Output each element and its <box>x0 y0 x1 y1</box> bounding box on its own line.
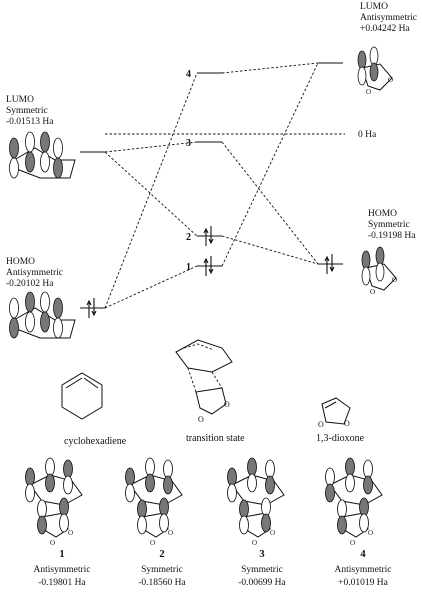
left-homo-energy: -0.20102 Ha <box>6 279 54 289</box>
left-lumo-label: LUMO Symmetric -0.01513 Ha <box>6 95 54 127</box>
dioxone-structure: O O <box>318 397 351 429</box>
svg-text:O: O <box>392 276 397 284</box>
svg-text:O: O <box>50 539 55 547</box>
svg-text:O: O <box>344 419 350 428</box>
ts-orbital-3-caption: 3 Symmetric -0.00699 Ha <box>238 549 286 588</box>
ts-orbital-2-number: 2 <box>159 549 164 560</box>
ts-level-1-number: 1 <box>186 262 191 273</box>
right-homo-energy: -0.19198 Ha <box>368 231 416 241</box>
electron-pair-ts-2 <box>203 226 214 246</box>
right-lumo-title: LUMO <box>360 2 388 12</box>
electron-pair-right-homo <box>324 254 335 274</box>
left-lumo-symmetry: Symmetric <box>6 106 48 116</box>
ts-orbital-3-number: 3 <box>259 549 264 560</box>
ts-orbital-4-energy: +0.01019 Ha <box>338 578 388 588</box>
right-homo-orbital-picture: O O <box>361 246 397 296</box>
left-lumo-energy: -0.01513 Ha <box>6 117 54 127</box>
svg-text:O: O <box>270 529 275 537</box>
left-lumo-title: LUMO <box>6 95 34 105</box>
left-lumo-orbital-picture <box>9 131 76 179</box>
ts-level-4-number: 4 <box>186 69 191 80</box>
svg-text:O: O <box>68 529 73 537</box>
electron-pair-left-homo <box>86 298 97 318</box>
cyclohexadiene-structure <box>61 372 103 420</box>
right-lumo-energy: +0.04242 Ha <box>360 24 410 34</box>
ts-orbital-2-caption: 2 Symmetric -0.18560 Ha <box>138 549 186 588</box>
svg-text:O: O <box>252 539 257 547</box>
ts-orbital-2-symmetry: Symmetric <box>141 565 183 575</box>
right-lumo-label: LUMO Antisymmetric +0.04242 Ha <box>360 2 417 34</box>
svg-text:O: O <box>168 529 173 537</box>
ts-orbital-3-picture: O O <box>227 457 285 547</box>
svg-text:O: O <box>366 88 371 96</box>
ts-level-3-number: 3 <box>186 138 191 149</box>
ts-orbital-1-energy: -0.19801 Ha <box>38 578 86 588</box>
ts-level-2-number: 2 <box>186 232 191 243</box>
electron-pair-ts-1 <box>203 256 214 276</box>
svg-text:O: O <box>318 420 324 429</box>
ts-orbital-4-number: 4 <box>360 549 366 560</box>
ts-orbital-1-picture: O O <box>25 457 83 547</box>
left-homo-orbital-picture <box>9 291 76 339</box>
svg-text:O: O <box>350 539 355 547</box>
caption-dioxone: 1,3-dioxone <box>316 433 365 444</box>
ts-orbital-4-symmetry: Antisymmetric <box>335 565 392 575</box>
caption-cyclohexadiene: cyclohexadiene <box>64 436 127 447</box>
ts-orbital-2-picture: O O <box>125 457 183 547</box>
ts-orbital-3-symmetry: Symmetric <box>241 565 283 575</box>
right-lumo-symmetry: Antisymmetric <box>360 13 417 23</box>
ts-orbital-3-energy: -0.00699 Ha <box>238 578 286 588</box>
ts-orbital-1-number: 1 <box>59 549 64 560</box>
right-lumo-orbital-picture: O O <box>357 46 393 96</box>
left-homo-title: HOMO <box>6 257 35 267</box>
zero-energy-label: 0 Ha <box>358 130 377 140</box>
left-homo-label: HOMO Antisymmetric -0.20102 Ha <box>6 257 63 289</box>
svg-text:O: O <box>150 539 155 547</box>
ts-orbital-4-caption: 4 Antisymmetric +0.01019 Ha <box>335 549 392 588</box>
ts-orbital-1-caption: 1 Antisymmetric -0.19801 Ha <box>34 549 91 588</box>
right-homo-title: HOMO <box>368 209 397 219</box>
transition-state-structure: O O <box>175 339 233 424</box>
ts-orbital-2-energy: -0.18560 Ha <box>138 578 186 588</box>
ts-orbital-1-symmetry: Antisymmetric <box>34 565 91 575</box>
right-homo-label: HOMO Symmetric -0.19198 Ha <box>368 209 416 241</box>
right-homo-symmetry: Symmetric <box>368 220 410 230</box>
svg-text:O: O <box>368 529 373 537</box>
svg-text:O: O <box>198 415 204 424</box>
svg-text:O: O <box>370 288 375 296</box>
ts-orbital-4-picture: O O <box>325 457 383 547</box>
caption-transition-state: transition state <box>186 433 245 444</box>
left-homo-symmetry: Antisymmetric <box>6 268 63 278</box>
correlation-lines <box>104 62 319 309</box>
svg-text:O: O <box>224 400 230 409</box>
svg-text:O: O <box>388 76 393 84</box>
